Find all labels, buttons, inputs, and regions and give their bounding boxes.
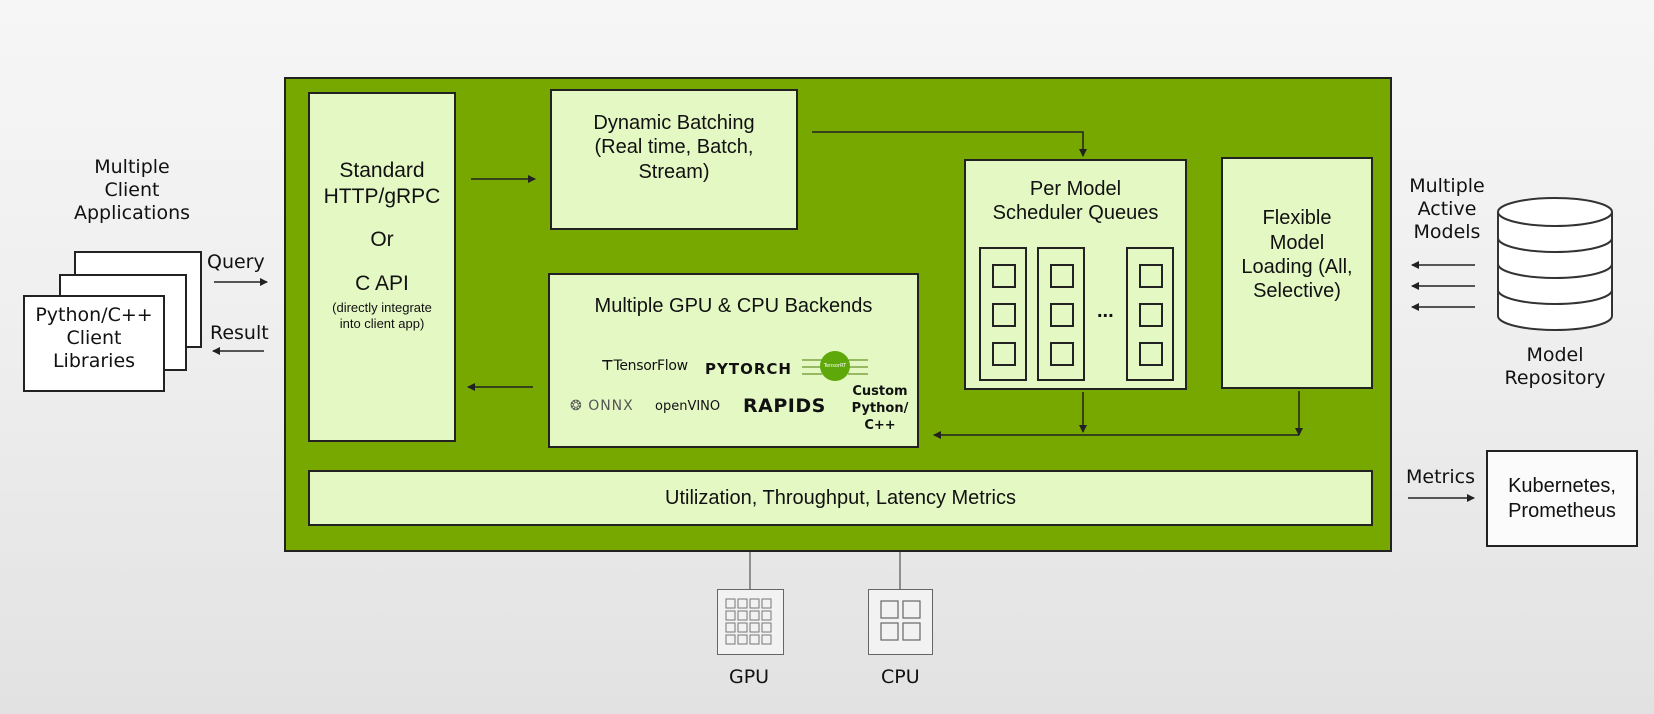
tensorrt-text: TensorRT	[823, 363, 847, 369]
api-line-standard: Standard	[339, 158, 425, 182]
tensorflow-icon: ⊤	[601, 358, 614, 374]
rapids-logo: RAPIDS	[743, 395, 826, 417]
custom-line: C++	[864, 417, 896, 433]
queue-slot	[1139, 303, 1163, 327]
batching-line: Dynamic Batching	[593, 111, 755, 134]
active-line: Active	[1417, 198, 1477, 221]
queue-slot	[992, 342, 1016, 366]
tensorrt-icon	[802, 351, 868, 381]
custom-backend-label: Custom Python/ C++	[845, 384, 915, 435]
pytorch-logo: PYTORCH	[705, 360, 792, 378]
cpu-label: CPU	[881, 666, 920, 688]
api-or: Or	[370, 228, 394, 252]
repo-line: Model	[1526, 344, 1584, 366]
queue-slot	[1050, 342, 1074, 366]
client-applications-heading: Multiple Client Applications	[62, 156, 202, 226]
batching-line: Stream)	[638, 160, 710, 183]
heading-line: Multiple	[94, 156, 170, 178]
tensorflow-logo: ⊤TensorFlow	[601, 358, 688, 374]
tensorrt-logo: TensorRT	[800, 350, 870, 384]
heading-line: Applications	[73, 202, 191, 225]
active-models-label: Multiple Active Models	[1394, 175, 1500, 245]
loading-line: Selective)	[1253, 280, 1341, 303]
client-libraries-box: Python/C++ Client Libraries	[23, 295, 165, 392]
onnx-logo: ❂ ONNX	[570, 398, 634, 414]
api-capi: C API	[355, 271, 409, 295]
api-line-http: HTTP/gRPC	[323, 184, 441, 208]
target-line: Prometheus	[1508, 499, 1616, 522]
model-repository-label: Model Repository	[1490, 344, 1620, 390]
api-note: (directly integrate	[332, 300, 432, 316]
queue-slot	[1050, 303, 1074, 327]
api-box: Standard HTTP/gRPC Or C API (directly in…	[308, 92, 456, 442]
queue-slot	[992, 303, 1016, 327]
gpu-label: GPU	[729, 666, 770, 688]
result-label: Result	[210, 322, 269, 344]
monitoring-targets-box: Kubernetes, Prometheus	[1486, 450, 1638, 547]
queue-slot	[1139, 342, 1163, 366]
lib-line: Libraries	[52, 350, 136, 373]
loading-line: Model	[1269, 231, 1325, 254]
scheduler-title-line: Per Model	[1029, 178, 1122, 200]
model-queue	[1126, 247, 1174, 381]
cpu-grid-icon	[880, 600, 921, 641]
metrics-bar: Utilization, Throughput, Latency Metrics	[308, 470, 1373, 526]
dynamic-batching-box: Dynamic Batching (Real time, Batch, Stre…	[550, 89, 798, 230]
heading-line: Client	[104, 179, 160, 202]
repo-line: Repository	[1504, 367, 1606, 390]
loading-line: Loading (All,	[1241, 256, 1353, 278]
loading-line: Flexible	[1262, 207, 1332, 230]
queue-slot	[992, 264, 1016, 288]
queue-slot	[1050, 264, 1074, 288]
lib-line: Python/C++	[35, 304, 153, 326]
metrics-label: Metrics	[1406, 466, 1475, 488]
model-loading-box: Flexible Model Loading (All, Selective)	[1221, 157, 1373, 389]
batching-line: (Real time, Batch,	[594, 136, 754, 159]
model-queue	[979, 247, 1027, 381]
custom-line: Custom	[852, 384, 908, 399]
cpu-icon	[868, 589, 933, 655]
backends-title: Multiple GPU & CPU Backends	[594, 295, 873, 317]
active-line: Multiple	[1409, 175, 1485, 197]
lib-line: Client	[66, 327, 122, 350]
tensorflow-text: TensorFlow	[613, 358, 689, 374]
target-line: Kubernetes,	[1508, 475, 1616, 498]
active-line: Models	[1413, 221, 1481, 244]
queue-ellipsis: ...	[1097, 300, 1114, 322]
query-label: Query	[207, 251, 265, 273]
gpu-grid-icon	[725, 598, 772, 645]
scheduler-title-line: Scheduler Queues	[992, 202, 1159, 225]
openvino-logo: openVINO	[655, 399, 721, 414]
queue-slot	[1139, 264, 1163, 288]
custom-line: Python/	[851, 400, 909, 416]
api-note: into client app)	[339, 316, 425, 332]
scheduler-title: Per Model Scheduler Queues	[993, 177, 1159, 226]
onnx-text: ONNX	[588, 398, 634, 414]
metrics-bar-label: Utilization, Throughput, Latency Metrics	[665, 486, 1016, 509]
onnx-icon: ❂	[570, 398, 589, 414]
gpu-icon	[717, 589, 784, 655]
model-queue	[1037, 247, 1085, 381]
